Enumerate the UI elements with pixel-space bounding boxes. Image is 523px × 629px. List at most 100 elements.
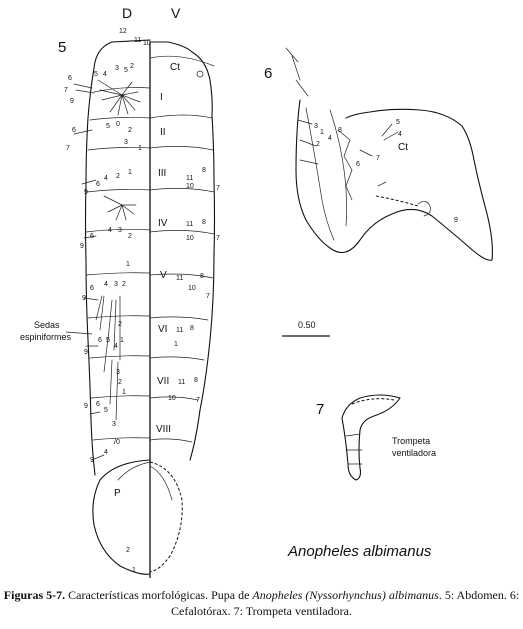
segment-ct: Ct: [170, 62, 180, 73]
svg-text:11: 11: [134, 37, 141, 44]
caption-figure-number: Figuras 5-7.: [3, 588, 66, 602]
svg-text:2: 2: [118, 379, 122, 386]
svg-text:10: 10: [143, 40, 151, 47]
svg-text:7: 7: [376, 155, 380, 162]
segment-i: I: [160, 92, 163, 103]
svg-text:4: 4: [328, 135, 332, 142]
svg-text:10: 10: [188, 285, 196, 292]
svg-text:0: 0: [116, 121, 120, 128]
svg-text:8: 8: [194, 377, 198, 384]
svg-text:1: 1: [138, 145, 142, 152]
species-name: Anopheles albimanus: [287, 543, 432, 560]
paddle-label: P: [114, 488, 121, 499]
svg-text:4: 4: [398, 131, 402, 138]
svg-text:1: 1: [132, 567, 136, 574]
figure-6-number: 6: [264, 65, 272, 82]
ventral-label: V: [171, 5, 181, 21]
svg-text:9: 9: [80, 243, 84, 250]
segment-iv: IV: [158, 218, 168, 229]
svg-text:2: 2: [116, 173, 120, 180]
svg-text:7: 7: [196, 397, 200, 404]
svg-text:9: 9: [70, 98, 74, 105]
svg-text:9: 9: [90, 457, 94, 464]
figure-caption: Figuras 5-7. Características morfológica…: [0, 587, 523, 619]
svg-text:8: 8: [338, 127, 342, 134]
svg-text:11: 11: [176, 275, 183, 282]
svg-text:4: 4: [103, 71, 107, 78]
svg-text:3: 3: [124, 139, 128, 146]
trumpet-label-2: ventiladora: [392, 448, 436, 458]
svg-text:6: 6: [72, 127, 76, 134]
svg-text:11: 11: [178, 379, 185, 386]
caption-text-1: Características morfológicas. Pupa de: [65, 588, 253, 602]
figure-7-number: 7: [316, 401, 324, 418]
segment-v: V: [160, 270, 167, 281]
svg-text:3: 3: [314, 123, 318, 130]
svg-text:5: 5: [104, 407, 108, 414]
svg-text:1: 1: [122, 389, 126, 396]
svg-text:4: 4: [114, 343, 118, 350]
segment-ii: II: [160, 127, 166, 138]
svg-text:7: 7: [216, 185, 220, 192]
cephalothorax-drawing: 3 1 4 2 8 5 4 7 6 9: [285, 47, 493, 261]
svg-text:2: 2: [128, 127, 132, 134]
svg-text:4: 4: [104, 449, 108, 456]
svg-text:5: 5: [106, 337, 110, 344]
caption-species: Anopheles (Nyssorhynchus) albimanus: [252, 588, 439, 602]
scale-bar-label: 0.50: [298, 320, 316, 330]
svg-text:10: 10: [186, 235, 194, 242]
svg-text:11: 11: [186, 221, 193, 228]
svg-text:11: 11: [186, 175, 193, 182]
svg-text:6: 6: [96, 181, 100, 188]
svg-text:2: 2: [316, 141, 320, 148]
svg-text:2: 2: [118, 321, 122, 328]
caption-text-2: . 5: Abdomen. 6: Cefalotórax. 7: Trompet…: [171, 588, 520, 618]
svg-text:10: 10: [186, 183, 194, 190]
svg-text:5: 5: [396, 119, 400, 126]
segment-vii: VII: [157, 376, 169, 387]
svg-text:3: 3: [118, 227, 122, 234]
svg-text:10: 10: [168, 395, 176, 402]
svg-text:1: 1: [126, 261, 130, 268]
svg-text:6: 6: [356, 161, 360, 168]
svg-text:11: 11: [176, 327, 183, 334]
svg-text:7: 7: [64, 87, 68, 94]
svg-text:4: 4: [104, 281, 108, 288]
svg-text:1: 1: [120, 337, 124, 344]
svg-text:2: 2: [122, 281, 126, 288]
abdomen-drawing: P: [73, 39, 216, 578]
svg-text:9: 9: [454, 217, 458, 224]
svg-text:2: 2: [130, 63, 134, 70]
svg-text:6: 6: [90, 233, 94, 240]
svg-text:1: 1: [320, 129, 324, 136]
trumpet-label-1: Trompeta: [392, 436, 430, 446]
svg-text:4: 4: [104, 175, 108, 182]
svg-text:9: 9: [84, 349, 88, 356]
svg-text:3: 3: [116, 369, 120, 376]
svg-text:9: 9: [84, 403, 88, 410]
svg-text:6: 6: [90, 285, 94, 292]
dorsal-label: D: [122, 5, 132, 21]
svg-text:6: 6: [98, 337, 102, 344]
svg-text:6: 6: [68, 75, 72, 82]
figure-5-number: 5: [58, 39, 66, 56]
svg-text:5: 5: [124, 67, 128, 74]
svg-text:3: 3: [114, 281, 118, 288]
spine-setae-label-2: espiniformes: [20, 332, 72, 342]
cephalothorax-label: Ct: [398, 142, 408, 153]
svg-text:1: 1: [174, 341, 178, 348]
svg-text:3: 3: [112, 421, 116, 428]
svg-text:8: 8: [200, 273, 204, 280]
svg-text:2: 2: [128, 233, 132, 240]
segment-iii: III: [158, 168, 166, 179]
spine-setae-label-1: Sedas: [34, 320, 60, 330]
svg-text:8: 8: [202, 219, 206, 226]
svg-text:2: 2: [126, 547, 130, 554]
svg-text:9: 9: [84, 189, 88, 196]
svg-text:5: 5: [106, 123, 110, 130]
svg-text:5: 5: [94, 71, 98, 78]
svg-text:7: 7: [216, 235, 220, 242]
svg-text:9: 9: [82, 295, 86, 302]
svg-text:3: 3: [115, 65, 119, 72]
svg-text:12: 12: [119, 28, 127, 35]
